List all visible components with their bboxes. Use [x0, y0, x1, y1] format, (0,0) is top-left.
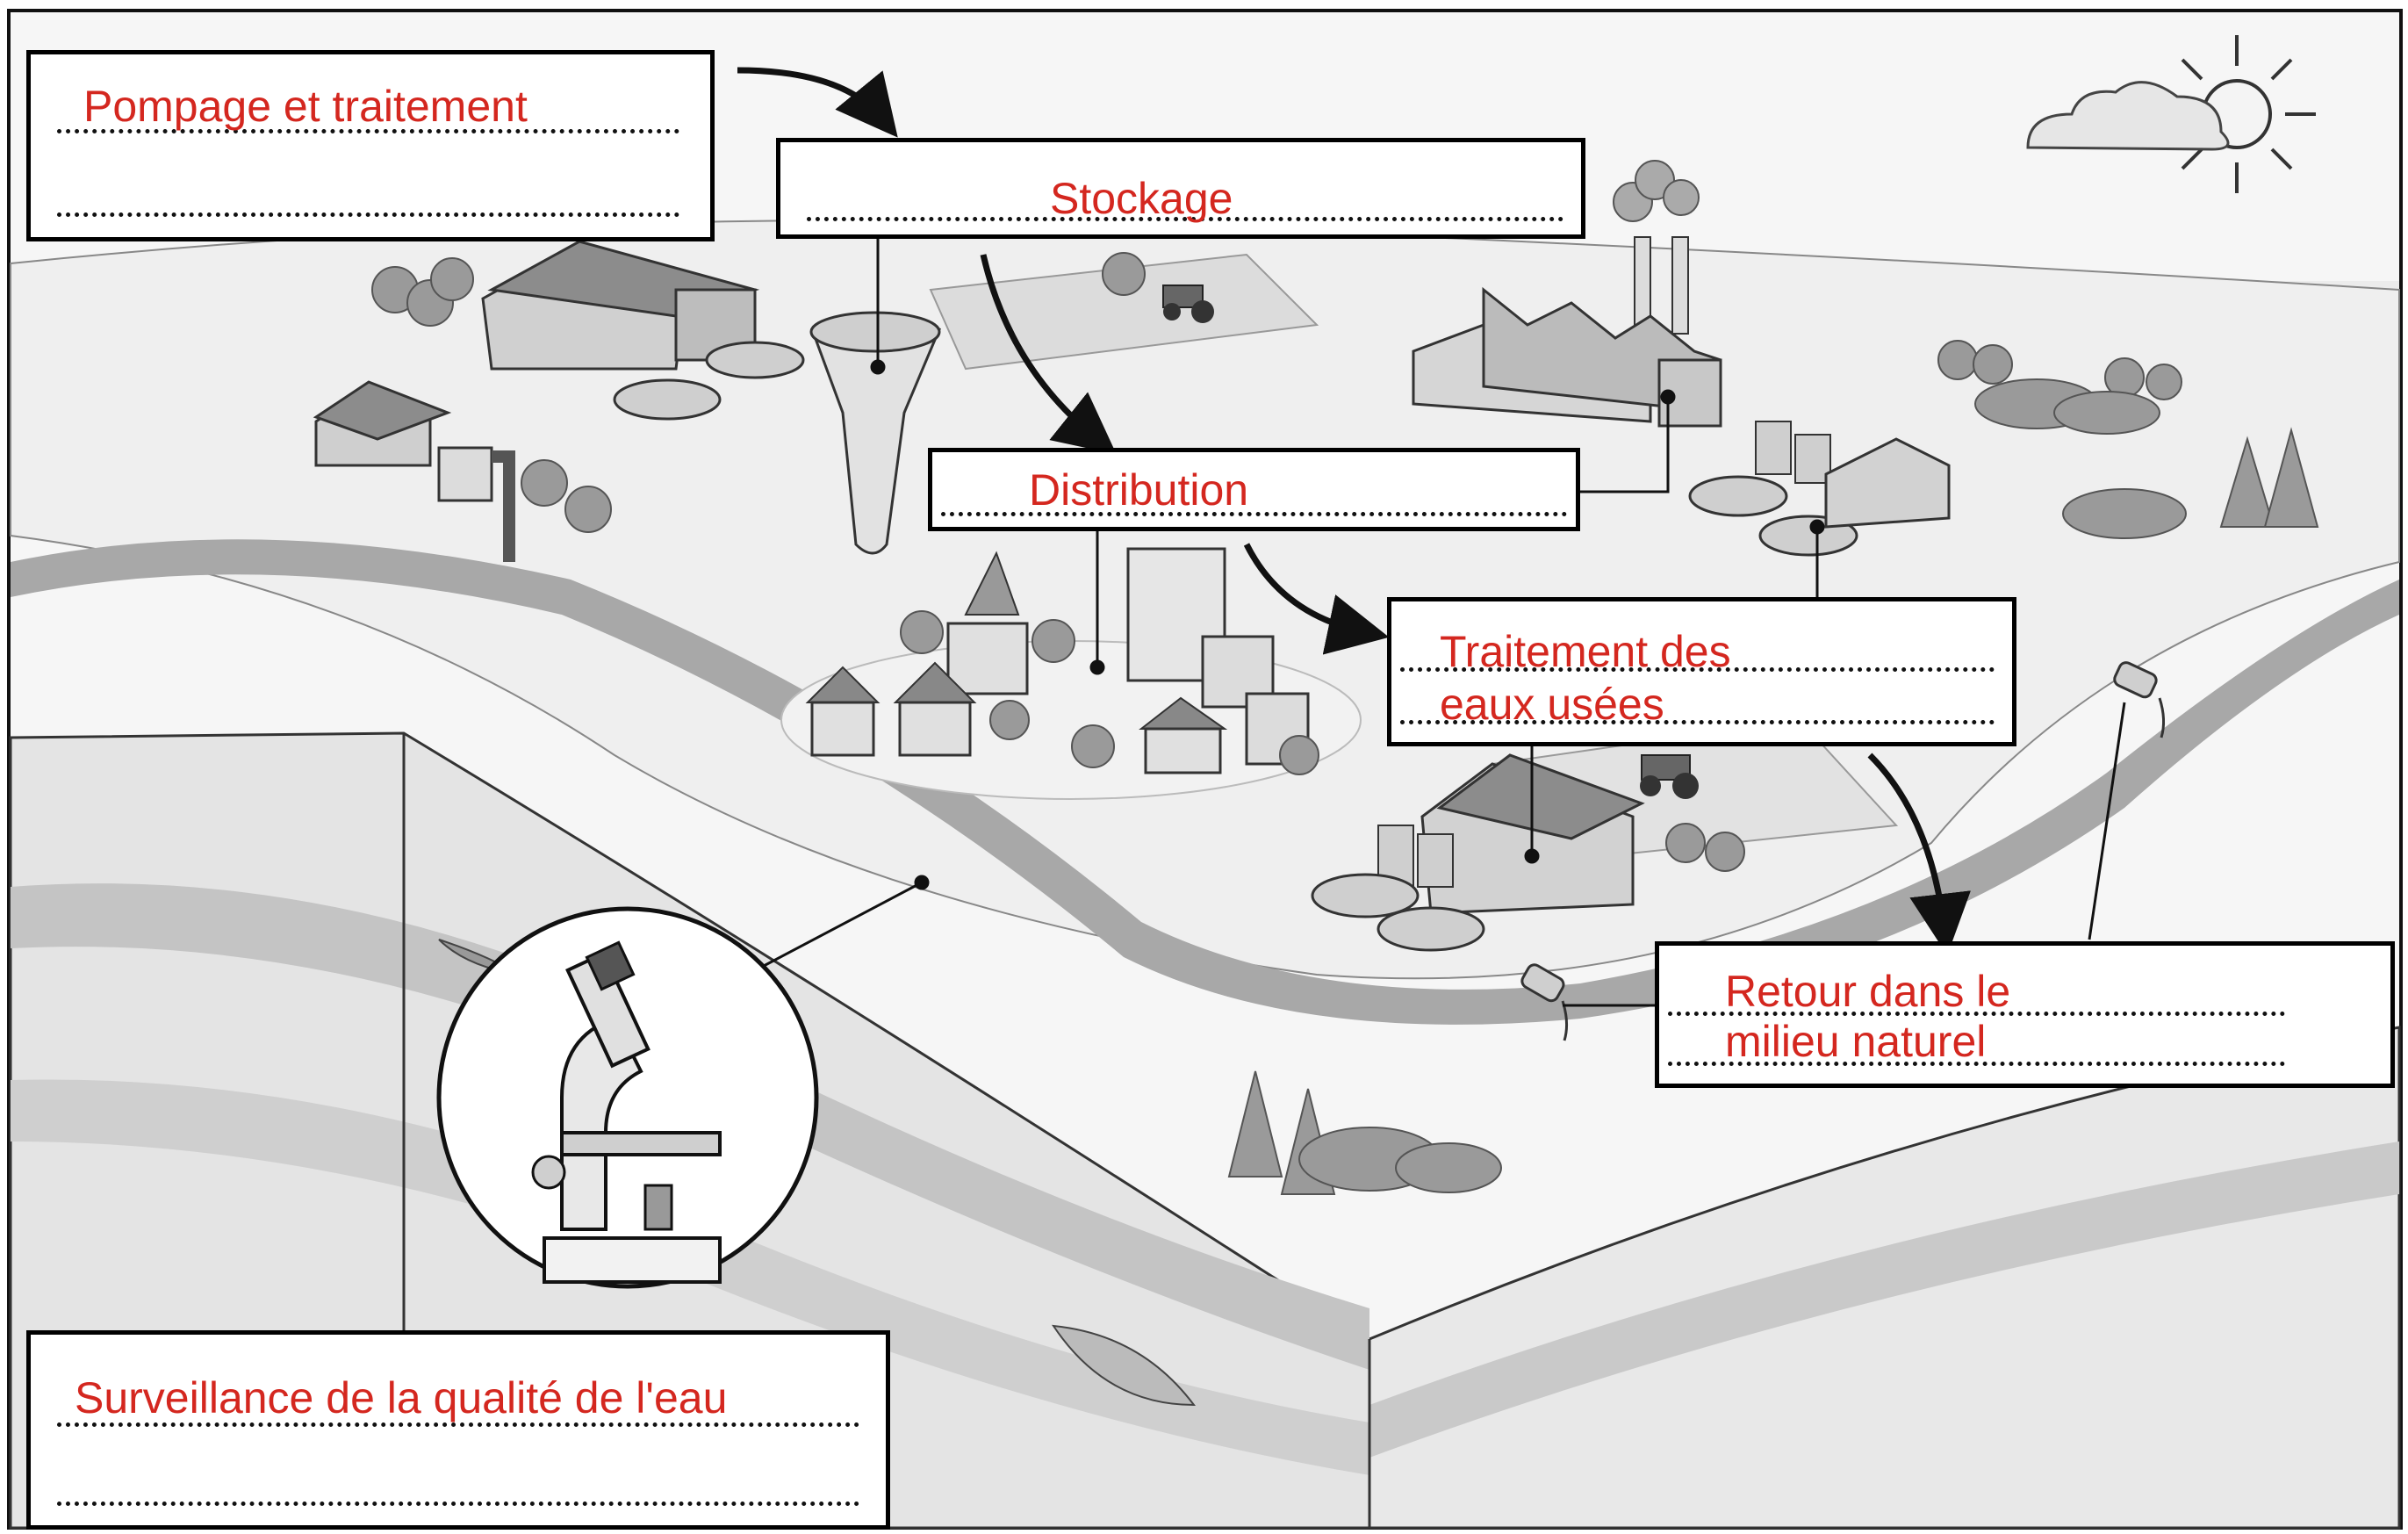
answer-line: [807, 217, 1563, 221]
label-storage-text: Stockage: [1050, 174, 1233, 223]
answer-line: [1668, 1062, 2285, 1066]
answer-line: [1668, 1012, 2285, 1016]
label-wastewater-text: Traitement des: [1440, 627, 1731, 676]
label-return-text-2: milieu naturel: [1725, 1017, 1987, 1066]
microscope-icon: [531, 940, 722, 1284]
label-distribution-text: Distribution: [1029, 465, 1249, 515]
answer-line: [57, 1502, 859, 1506]
arrow-wastewater-to-return: [1867, 753, 1971, 955]
answer-line: [57, 1422, 859, 1427]
arrow-pumping-to-storage: [737, 67, 898, 138]
arrow-storage-to-distribution: [980, 254, 1117, 455]
answer-line: [57, 212, 679, 217]
village-icon: [780, 547, 1362, 800]
trees-icon: [1227, 340, 2319, 1195]
answer-line: [57, 129, 679, 133]
answer-line: [1400, 667, 1995, 672]
pumping-station-icon: [313, 240, 805, 562]
trees-icon: [1102, 252, 1146, 296]
label-distribution[interactable]: Distribution: [928, 448, 1580, 531]
treatment-plant-icon: [1688, 421, 1951, 557]
label-storage[interactable]: Stockage: [776, 138, 1585, 239]
leader-lines: [763, 237, 2126, 1007]
label-return[interactable]: Retour dans le milieu naturel: [1655, 941, 2395, 1088]
outfall-pipe-icon: [2113, 661, 2166, 738]
water-tower-icon: [809, 311, 941, 555]
answer-line: [941, 512, 1567, 516]
treatment-plant-icon: [1311, 753, 1645, 952]
label-pumping[interactable]: Pompage et traitement: [26, 50, 715, 241]
cloud-icon: [2026, 81, 2230, 151]
label-return-text: Retour dans le: [1725, 967, 2011, 1016]
trees-icon: [371, 257, 612, 533]
label-pumping-text: Pompage et traitement: [83, 82, 528, 131]
process-arrows: [737, 67, 1971, 955]
tractor-icon: [1162, 284, 1214, 323]
label-monitoring-text: Surveillance de la qualité de l'eau: [75, 1373, 728, 1422]
answer-line: [1400, 720, 1995, 724]
label-monitoring[interactable]: Surveillance de la qualité de l'eau: [26, 1330, 890, 1530]
tractor-icon: [1640, 754, 1699, 799]
arrow-distribution-to-wastewater: [1243, 543, 1390, 655]
factory-icon: [1412, 160, 1722, 428]
label-wastewater-text-2: eaux usées: [1440, 680, 1664, 729]
magnifier-circle: [436, 906, 819, 1289]
label-wastewater[interactable]: Traitement des eaux usées: [1387, 597, 2016, 746]
